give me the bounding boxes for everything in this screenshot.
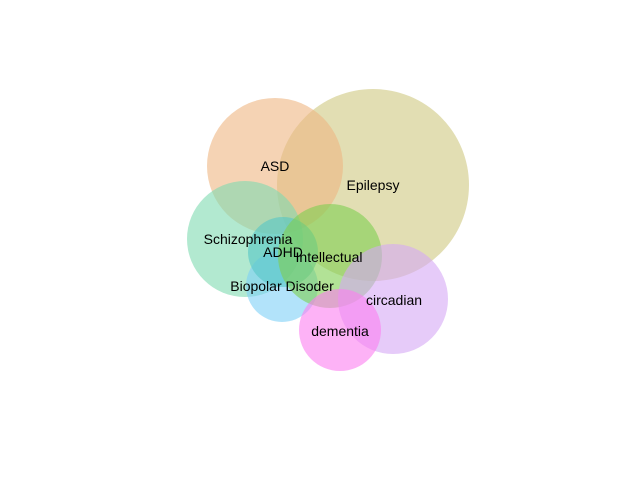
label-intellectual: Intellectual bbox=[296, 249, 363, 265]
label-asd: ASD bbox=[261, 158, 290, 174]
label-dementia: dementia bbox=[311, 323, 369, 339]
circle-dementia bbox=[299, 289, 381, 371]
set-labels: ASD Epilepsy Schizophrenia ADHD Intellec… bbox=[204, 158, 422, 339]
label-circadian: circadian bbox=[366, 292, 422, 308]
label-schizophrenia: Schizophrenia bbox=[204, 231, 293, 247]
label-epilepsy: Epilepsy bbox=[347, 177, 400, 193]
label-biopolar: Biopolar Disoder bbox=[230, 278, 334, 294]
label-adhd: ADHD bbox=[263, 244, 303, 260]
set-circles bbox=[187, 89, 469, 371]
